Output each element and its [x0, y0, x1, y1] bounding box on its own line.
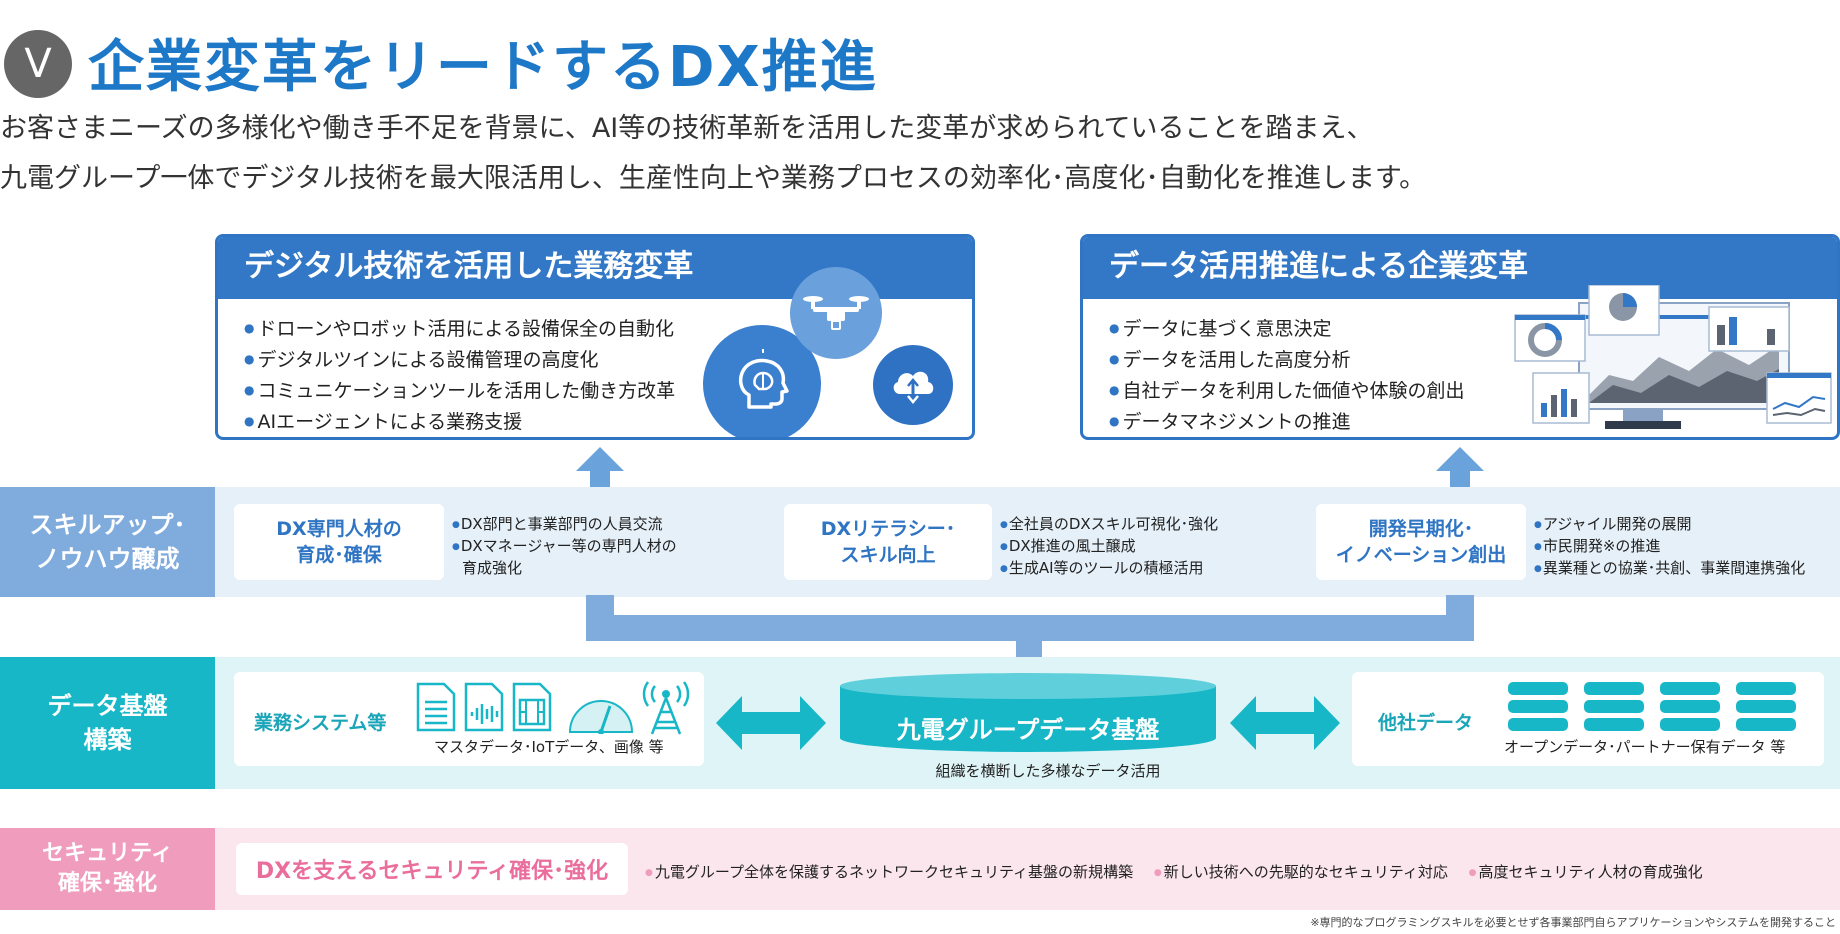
database-icon [1508, 682, 1568, 731]
label-line-2: ノウハウ醸成 [35, 545, 180, 573]
list-item: 育成強化 [462, 559, 523, 577]
list-item: 自社データを利用した価値や体験の創出 [1109, 375, 1464, 406]
security-items: 九電グループ全体を保護するネットワークセキュリティ基盤の新規構築 新しい技術への… [645, 861, 1719, 882]
document-icon [416, 682, 456, 732]
skill-list-innovation: アジャイル開発の展開 市民開発※の推進 異業種との協業･共創、事業間連携強化 [1534, 514, 1805, 580]
cloud-icon [873, 345, 953, 425]
audio-file-icon [464, 682, 504, 732]
intro-line-1: お客さまニーズの多様化や働き手不足を背景に、AI等の技術革新を活用した変革が求め… [0, 113, 1374, 144]
card-sub: マスタデータ･IoTデータ、画像 等 [434, 738, 664, 756]
section-number-badge: V [4, 30, 72, 98]
label-line-2: 構築 [83, 726, 132, 754]
group-data-platform-cylinder [840, 673, 1216, 752]
card-line-2: 育成･確保 [296, 544, 382, 566]
external-data-card: 他社データ オープンデータ･パートナー保有データ 等 [1352, 672, 1824, 766]
data-utilization-transformation-box: データ活用推進による企業変革 データに基づく意思決定 データを活用した高度分析 … [1080, 234, 1840, 440]
security-label: セキュリティ 確保･強化 [0, 828, 215, 910]
skill-list-dx-literacy: 全社員のDXスキル可視化･強化 DX推進の風土醸成 生成AI等のツールの積極活用 [1000, 514, 1218, 580]
skill-card-innovation: 開発早期化･ イノベーション創出 [1316, 504, 1526, 580]
list-item: データに基づく意思決定 [1109, 313, 1465, 344]
list-item: 市民開発※の推進 [1534, 536, 1805, 558]
page-title: 企業変革をリードするDX推進 [88, 35, 878, 100]
gauge-icon [568, 700, 634, 734]
label-line-1: スキルアップ･ [29, 511, 186, 539]
label-line-2: 確保･強化 [57, 871, 157, 896]
list-item: ドローンやロボット活用による設備保全の自動化 [244, 313, 675, 344]
list-item: 高度セキュリティ人材の育成強化 [1469, 863, 1703, 881]
drone-icon [790, 267, 882, 359]
card-line-1: DX専門人材の [276, 518, 402, 540]
business-systems-card: 業務システム等 マスタデータ･IoTデータ、画像 等 [234, 672, 704, 766]
video-file-icon [512, 682, 552, 732]
label-line-1: データ基盤 [47, 692, 168, 720]
card-line-1: DXリテラシー･ [820, 518, 956, 540]
database-icon [1660, 682, 1720, 731]
intro-line-2: 九電グループ一体でデジタル技術を最大限活用し、生産性向上や業務プロセスの効率化･… [0, 163, 1427, 194]
label-line-1: セキュリティ [42, 841, 173, 866]
card-sub: オープンデータ･パートナー保有データ 等 [1504, 738, 1786, 756]
data-platform-label: データ基盤 構築 [0, 657, 215, 789]
up-arrow-left [576, 447, 624, 505]
intro-text: お客さまニーズの多様化や働き手不足を背景に、AI等の技術革新を活用した変革が求め… [0, 104, 1840, 204]
box-title: データ活用推進による企業変革 [1083, 237, 1837, 299]
list-item: 九電グループ全体を保護するネットワークセキュリティ基盤の新規構築 [645, 863, 1133, 881]
double-arrow-left [716, 696, 826, 750]
platform-caption: 組織を横断した多様なデータ活用 [935, 762, 1161, 780]
database-icon [1584, 682, 1644, 731]
skill-card-dx-talent: DX専門人材の 育成･確保 [234, 504, 444, 580]
digital-business-transformation-box: デジタル技術を活用した業務変革 ドローンやロボット活用による設備保全の自動化 デ… [215, 234, 975, 440]
card-line-1: 開発早期化･ [1368, 518, 1474, 540]
list-item: データマネジメントの推進 [1109, 406, 1465, 437]
card-title: 業務システム等 [254, 712, 387, 734]
dashboard-monitor-icon [1514, 285, 1832, 429]
database-icon [1736, 682, 1796, 731]
list-item: 生成AI等のツールの積極活用 [1000, 558, 1218, 580]
list-item: 異業種との協業･共創、事業間連携強化 [1534, 558, 1805, 580]
security-card: DXを支えるセキュリティ確保･強化 [236, 843, 628, 895]
list-item: DXマネージャー等の専門人材の [452, 536, 677, 558]
card-line-2: スキル向上 [840, 544, 936, 566]
skill-up-label: スキルアップ･ ノウハウ醸成 [0, 487, 215, 597]
list-item: データを活用した高度分析 [1109, 344, 1465, 375]
list-item: コミュニケーションツールを活用した働き方改革 [244, 375, 675, 406]
skill-list-dx-talent: DX部門と事業部門の人員交流 DXマネージャー等の専門人材の 育成強化 [452, 514, 677, 580]
double-arrow-right [1230, 696, 1340, 750]
skill-card-dx-literacy: DXリテラシー･ スキル向上 [784, 504, 992, 580]
box-list: ドローンやロボット活用による設備保全の自動化 デジタルツインによる設備管理の高度… [244, 313, 675, 437]
list-item: DX推進の風土醸成 [1000, 536, 1218, 558]
list-item: AIエージェントによる業務支援 [244, 406, 675, 437]
list-item: デジタルツインによる設備管理の高度化 [244, 344, 675, 375]
list-item: 新しい技術への先駆的なセキュリティ対応 [1154, 863, 1448, 881]
platform-title: 九電グループデータ基盤 [896, 716, 1160, 744]
box-list: データに基づく意思決定 データを活用した高度分析 自社データを利用した価値や体験… [1109, 313, 1465, 437]
antenna-tower-icon [642, 681, 690, 735]
list-item: 全社員のDXスキル可視化･強化 [1000, 514, 1218, 536]
card-title: 他社データ [1378, 712, 1474, 734]
list-item: アジャイル開発の展開 [1534, 514, 1805, 536]
list-item: DX部門と事業部門の人員交流 [452, 514, 677, 536]
card-line-2: イノベーション創出 [1335, 544, 1507, 566]
up-arrow-right [1436, 447, 1484, 505]
connector-horizontal [586, 615, 1474, 641]
footnote: ※専門的なプログラミングスキルを必要とせず各事業部門自らアプリケーションやシステ… [1310, 916, 1836, 929]
